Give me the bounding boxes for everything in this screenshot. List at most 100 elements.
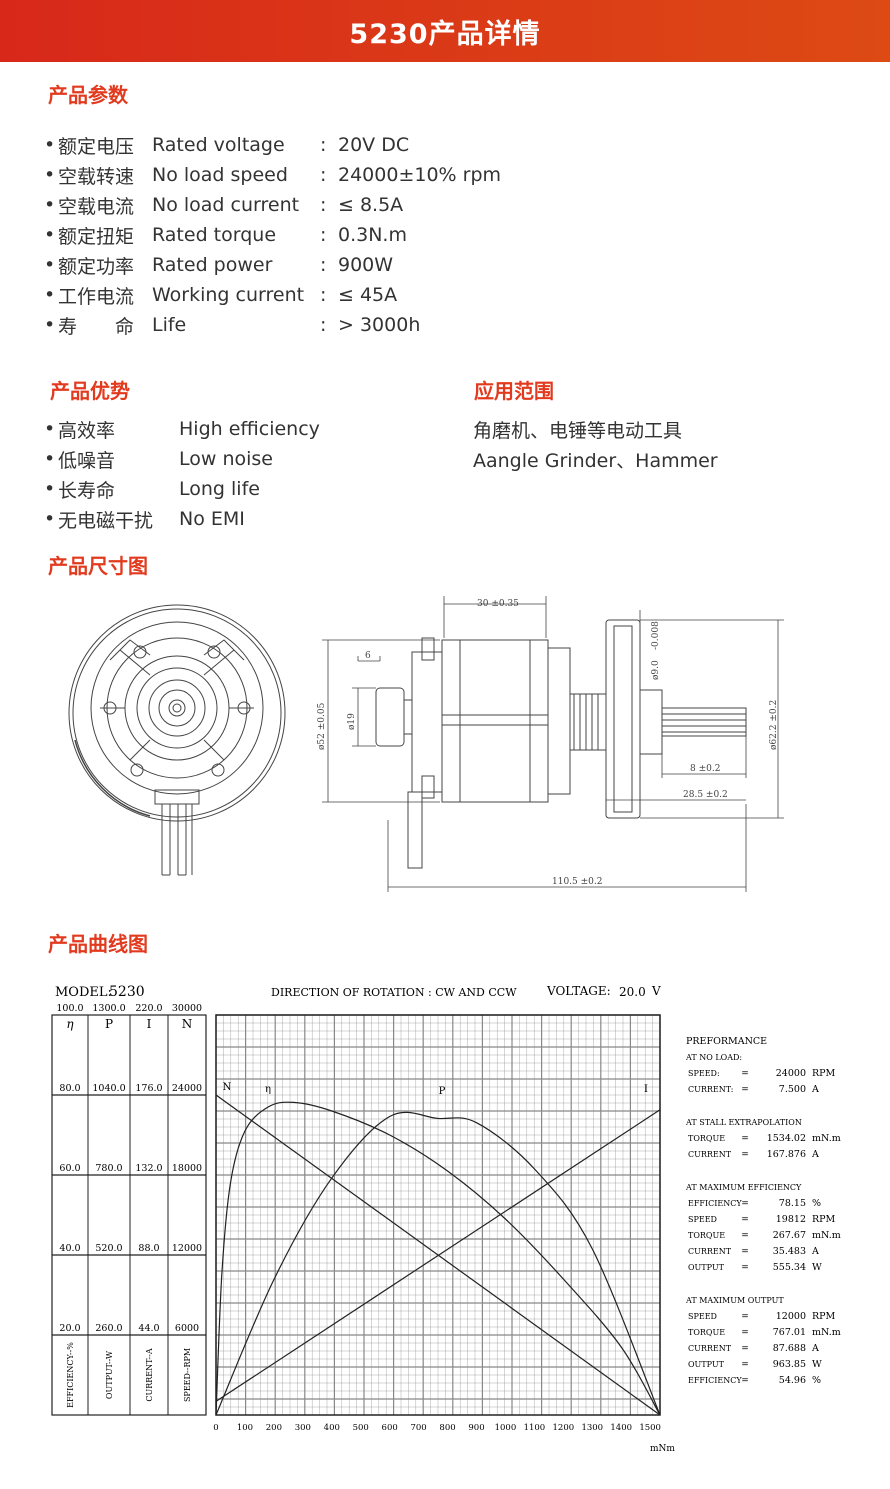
spec-value: 900W xyxy=(338,254,394,276)
performance-row-eq: = xyxy=(741,1312,749,1322)
performance-row-unit: mN.m xyxy=(812,1230,841,1241)
spec-en: Working current xyxy=(152,284,305,306)
performance-row-value: 78.15 xyxy=(779,1198,806,1209)
performance-row-value: 555.34 xyxy=(773,1262,806,1273)
axis-title: OUTPUT--W xyxy=(105,1350,114,1399)
spec-en: No load speed xyxy=(152,164,288,186)
bullet: • xyxy=(44,284,56,306)
dim-diameter-19: ø19 xyxy=(347,713,357,730)
performance-row-unit: W xyxy=(812,1262,822,1273)
bullet: • xyxy=(44,134,56,156)
performance-row-unit: RPM xyxy=(812,1311,836,1322)
axis-symbol: N xyxy=(182,1017,193,1031)
x-tick-label: 700 xyxy=(410,1423,426,1433)
bullet: • xyxy=(44,254,56,276)
spec-en: Rated torque xyxy=(152,224,277,246)
axis-title: EFFICIENCY--% xyxy=(66,1342,75,1408)
section-title-dimensions: 产品尺寸图 xyxy=(48,554,148,578)
performance-row-unit: mN.m xyxy=(812,1327,841,1338)
x-tick-label: 1100 xyxy=(524,1423,546,1433)
page-title: 5230产品详情 xyxy=(349,18,541,50)
performance-row-unit: % xyxy=(812,1375,821,1386)
performance-row-label: SPEED xyxy=(688,1312,717,1321)
axis-tick-label: 176.0 xyxy=(135,1083,162,1094)
axis-symbol: η xyxy=(66,1017,74,1031)
spec-cn: 额定功率 xyxy=(58,255,135,278)
spec-value: 20V DC xyxy=(338,134,410,156)
curve-label: N xyxy=(223,1082,232,1093)
performance-row-unit: A xyxy=(811,1084,819,1095)
performance-row-value: 54.96 xyxy=(779,1375,806,1386)
voltage-unit: V xyxy=(651,984,661,998)
plot-frame xyxy=(215,1014,661,1416)
spec-cn: 空载电流 xyxy=(58,195,135,218)
spec-cn: 空载转速 xyxy=(58,165,135,188)
dim-diameter-52: ø52 ±0.05 xyxy=(317,702,327,750)
performance-row-label: CURRENT xyxy=(688,1150,732,1159)
performance-row-eq: = xyxy=(741,1069,749,1079)
bullet: • xyxy=(44,224,56,246)
axis-tick-label: 24000 xyxy=(172,1083,202,1094)
performance-row-label: OUTPUT xyxy=(688,1360,725,1369)
performance-row-eq: = xyxy=(741,1199,749,1209)
series-line-efficiency xyxy=(215,1101,661,1416)
bullet: • xyxy=(44,478,56,500)
performance-row-unit: RPM xyxy=(812,1214,836,1225)
motor-end-view xyxy=(68,604,286,876)
performance-row-value: 19812 xyxy=(776,1214,806,1225)
performance-row-label: EFFICIENCY xyxy=(688,1199,742,1208)
performance-row-unit: A xyxy=(811,1343,819,1354)
model-value: 5230 xyxy=(109,984,145,1000)
performance-group-heading: AT MAXIMUM EFFICIENCY xyxy=(685,1183,802,1192)
axis-tick-label: 1040.0 xyxy=(92,1083,125,1094)
performance-row-label: OUTPUT xyxy=(688,1263,725,1272)
performance-group-heading: AT MAXIMUM OUTPUT xyxy=(685,1296,784,1305)
performance-row-value: 12000 xyxy=(776,1311,806,1322)
spec-colon: : xyxy=(320,194,327,216)
advantage-cn: 低噪音 xyxy=(58,449,116,472)
spec-value: ≤ 45A xyxy=(338,284,398,306)
x-tick-label: 1300 xyxy=(581,1423,603,1433)
axis-tick-label: 6000 xyxy=(175,1323,199,1334)
voltage-label: VOLTAGE: xyxy=(546,984,611,998)
performance-row-eq: = xyxy=(741,1247,749,1257)
performance-row-value: 24000 xyxy=(776,1068,806,1079)
spec-cn: 额定电压 xyxy=(58,135,135,158)
performance-row-label: EFFICIENCY xyxy=(688,1376,742,1385)
axis-tick-label: 40.0 xyxy=(59,1243,80,1254)
section-title-advantages: 产品优势 xyxy=(50,379,130,403)
x-tick-label: 1200 xyxy=(553,1423,575,1433)
curve-label: η xyxy=(265,1084,271,1095)
bullet: • xyxy=(44,448,56,470)
curve-label: I xyxy=(644,1084,648,1095)
performance-row-unit: A xyxy=(811,1149,819,1160)
performance-row-unit: W xyxy=(812,1359,822,1370)
x-tick-label: 400 xyxy=(324,1423,340,1433)
bullet: • xyxy=(44,164,56,186)
spec-en: No load current xyxy=(152,194,300,216)
performance-row-eq: = xyxy=(741,1134,749,1144)
x-tick-label: 300 xyxy=(295,1423,311,1433)
dim-diameter-62: ø62.2 ±0.2 xyxy=(769,700,779,750)
spec-value: 24000±10% rpm xyxy=(338,164,502,186)
x-tick-label: 1000 xyxy=(495,1423,517,1433)
performance-chart: MODEL: 5230 DIRECTION OF ROTATION : CW A… xyxy=(51,984,841,1454)
advantage-cn: 长寿命 xyxy=(58,479,116,502)
performance-row-eq: = xyxy=(741,1263,749,1273)
performance-row-value: 167.876 xyxy=(767,1149,806,1160)
section-title-curves: 产品曲线图 xyxy=(48,932,148,956)
advantage-en: High efficiency xyxy=(179,418,320,440)
advantage-cn: 无电磁干扰 xyxy=(58,509,154,532)
bullet: • xyxy=(44,314,56,336)
performance-row-eq: = xyxy=(741,1150,749,1160)
x-tick-label: 600 xyxy=(382,1423,398,1433)
spec-colon: : xyxy=(320,284,327,306)
section-title-params: 产品参数 xyxy=(48,83,128,107)
curve-label: P xyxy=(439,1086,446,1097)
spec-value: > 3000h xyxy=(338,314,421,336)
axis-tick-label: 80.0 xyxy=(59,1083,80,1094)
